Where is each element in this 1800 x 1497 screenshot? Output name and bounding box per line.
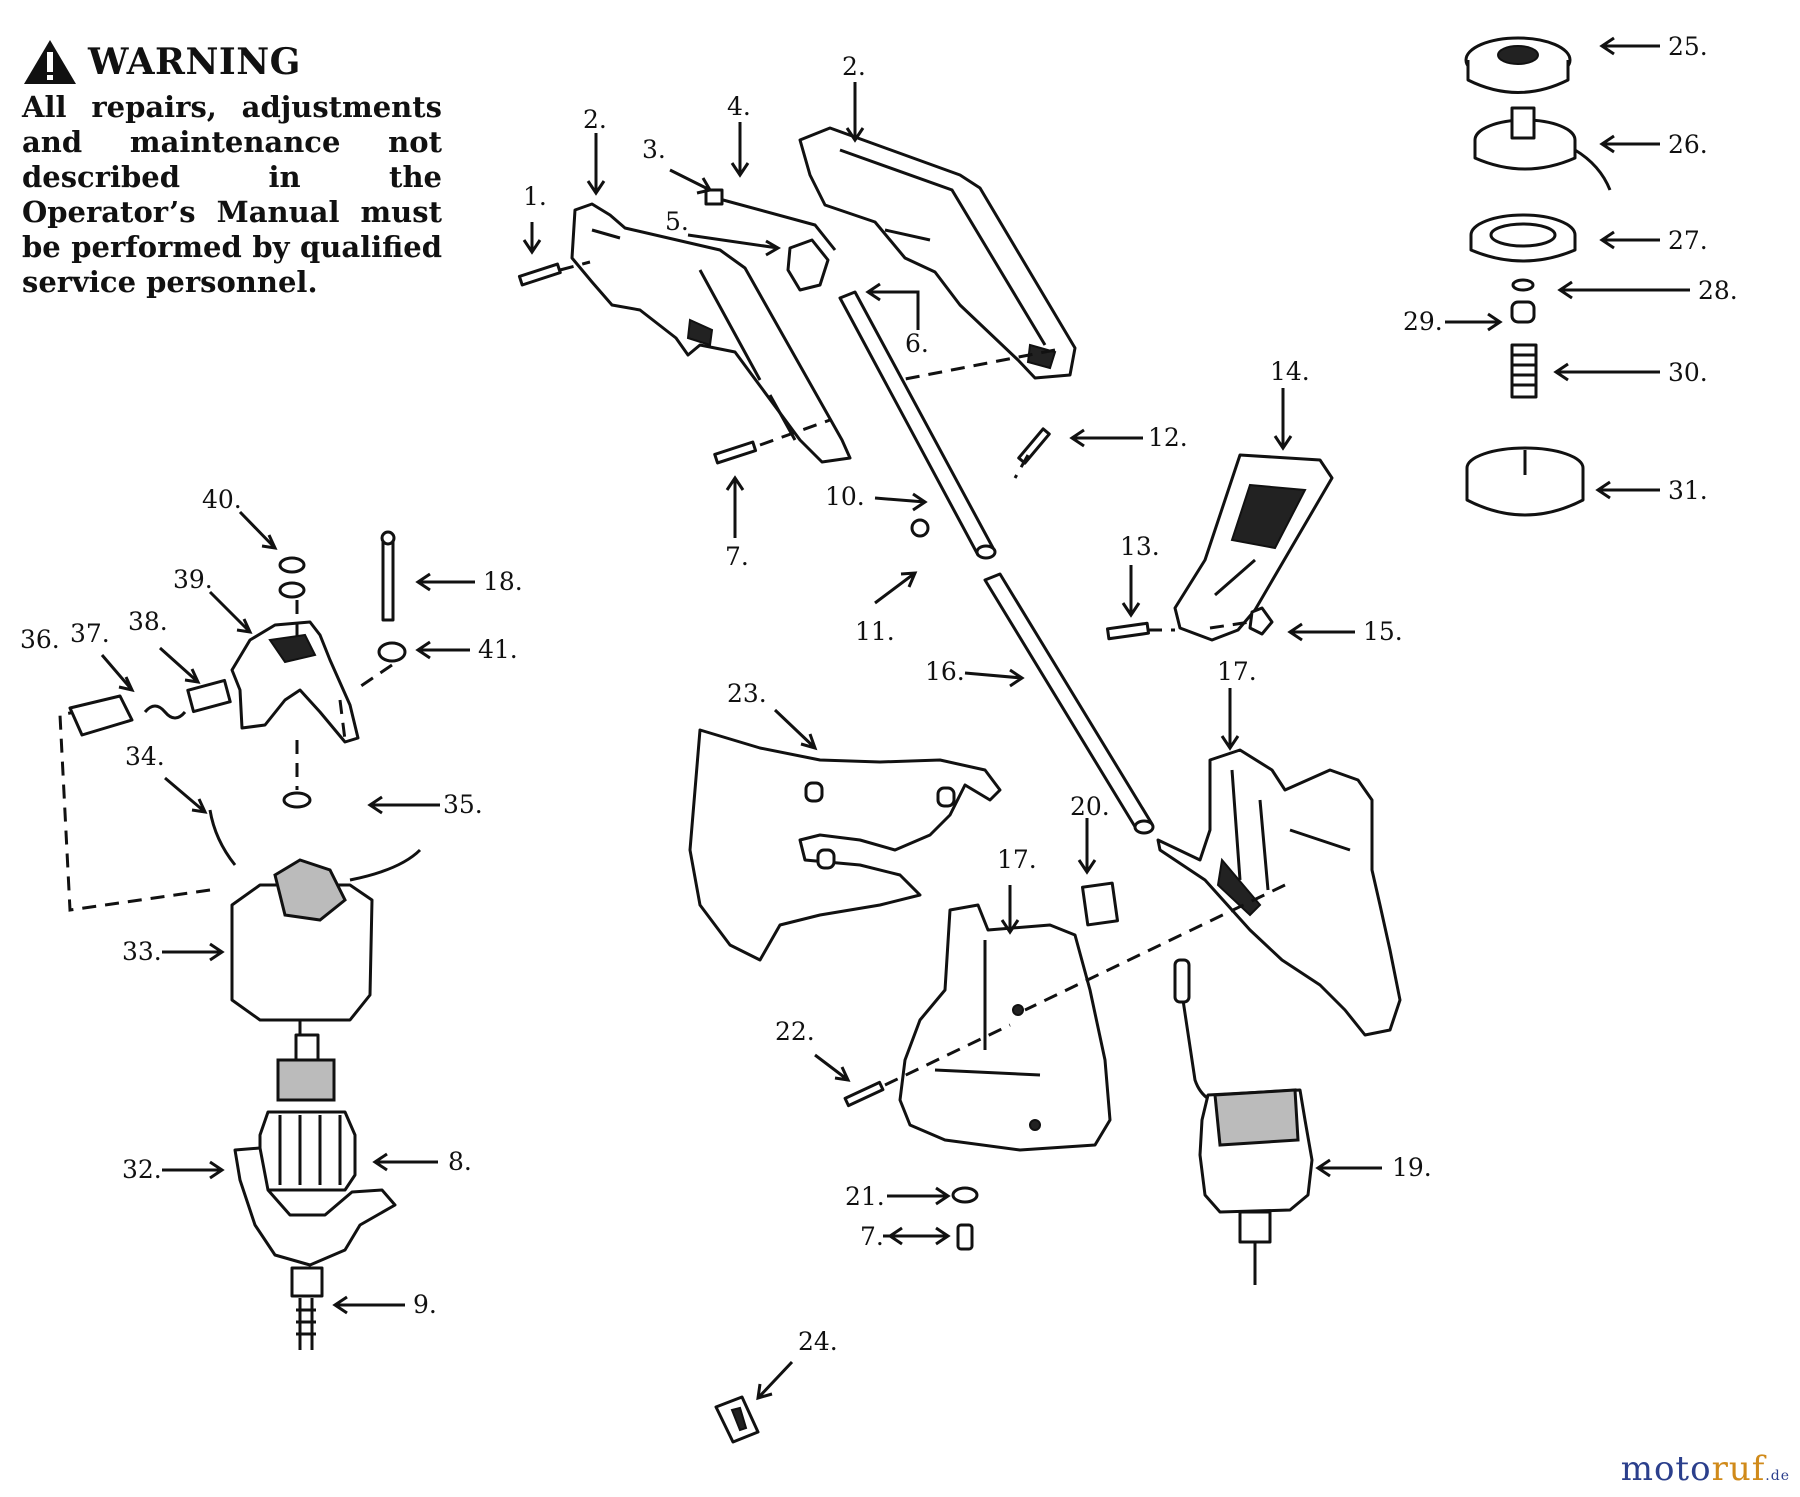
spool	[1473, 106, 1612, 191]
leader-arrows	[100, 36, 1690, 1401]
watermark-part-1: moto	[1620, 1449, 1712, 1489]
part-labels: 1. 2. 2. 3. 4. 5. 6. 7. 7. 8. 9. 10. 11.…	[20, 32, 1738, 1356]
brush-holder	[230, 620, 360, 744]
label-29: 29.	[1403, 307, 1443, 336]
brush-parts	[68, 530, 407, 809]
left-handle-half	[570, 202, 852, 464]
label-35: 35.	[443, 790, 483, 819]
switch-lever	[704, 188, 837, 251]
label-19: 19.	[1392, 1153, 1432, 1182]
label-25: 25.	[1668, 32, 1708, 61]
label-41: 41.	[478, 635, 518, 664]
field-coil	[208, 809, 422, 1040]
label-10: 10.	[825, 482, 865, 511]
auxiliary-handle	[1105, 453, 1334, 642]
grass-guard	[688, 728, 1002, 962]
label-37: 37.	[70, 619, 110, 648]
label-30: 30.	[1668, 358, 1708, 387]
watermark-tld: .de	[1765, 1468, 1790, 1484]
label-12: 12.	[1148, 423, 1188, 452]
right-handle-half	[798, 126, 1077, 380]
small-screws-lower	[843, 1023, 1011, 1251]
watermark-logo: motoruf.de	[1621, 1449, 1790, 1489]
lower-tube	[983, 572, 1155, 835]
label-39: 39.	[173, 565, 213, 594]
warning-title: WARNING	[88, 41, 301, 83]
spool-bushing	[1510, 300, 1536, 324]
label-1: 1.	[523, 182, 547, 211]
label-18: 18.	[483, 567, 523, 596]
label-28: 28.	[1698, 276, 1738, 305]
label-7-lower: 7.	[860, 1222, 884, 1251]
label-6: 6.	[905, 329, 929, 358]
upper-tube	[838, 290, 997, 560]
switch-trigger	[786, 238, 830, 292]
label-34: 34.	[125, 742, 165, 771]
label-15: 15.	[1363, 617, 1403, 646]
label-5: 5.	[665, 207, 689, 236]
spool-spring	[1510, 343, 1538, 399]
watermark-part-2: ruf	[1711, 1449, 1766, 1489]
spool-washer	[1511, 278, 1535, 292]
label-20: 20.	[1070, 792, 1110, 821]
warning-triangle-icon	[24, 40, 76, 84]
motor-assembly	[1173, 958, 1314, 1285]
label-11: 11.	[855, 617, 895, 646]
label-17-right: 17.	[1217, 657, 1257, 686]
label-9: 9.	[413, 1290, 437, 1319]
label-17-left: 17.	[997, 845, 1037, 874]
label-27: 27.	[1668, 226, 1708, 255]
label-40: 40.	[202, 485, 242, 514]
warning-box: WARNING All repairs, adjustments and mai…	[22, 38, 442, 300]
warning-text: All repairs, adjustments and maintenance…	[22, 90, 442, 299]
label-21: 21.	[845, 1182, 885, 1211]
label-36: 36.	[20, 625, 60, 654]
housing-half-left	[898, 903, 1112, 1152]
label-16: 16.	[925, 657, 965, 686]
label-26: 26.	[1668, 130, 1708, 159]
label-2-left: 2.	[583, 105, 607, 134]
label-31: 31.	[1668, 476, 1708, 505]
label-22: 22.	[775, 1017, 815, 1046]
label-3: 3.	[642, 135, 666, 164]
label-38: 38.	[128, 607, 168, 636]
label-2-right: 2.	[842, 52, 866, 81]
spool-housing	[1465, 446, 1585, 517]
screws-upper	[517, 262, 1051, 538]
spool-ring	[1469, 213, 1577, 263]
label-14: 14.	[1270, 357, 1310, 386]
label-33: 33.	[122, 937, 162, 966]
spool-cover	[1464, 36, 1572, 94]
label-13: 13.	[1120, 532, 1160, 561]
mounting-clip	[714, 1395, 760, 1444]
label-7-upper: 7.	[725, 542, 749, 571]
housing-half-right	[1156, 748, 1402, 1037]
label-4: 4.	[727, 92, 751, 121]
warning-header: WARNING	[22, 38, 442, 86]
label-8: 8.	[448, 1147, 472, 1176]
label-24: 24.	[798, 1327, 838, 1356]
bumper-block	[1081, 881, 1119, 927]
label-32: 32.	[122, 1155, 162, 1184]
label-23: 23.	[727, 679, 767, 708]
armature	[233, 1033, 397, 1350]
